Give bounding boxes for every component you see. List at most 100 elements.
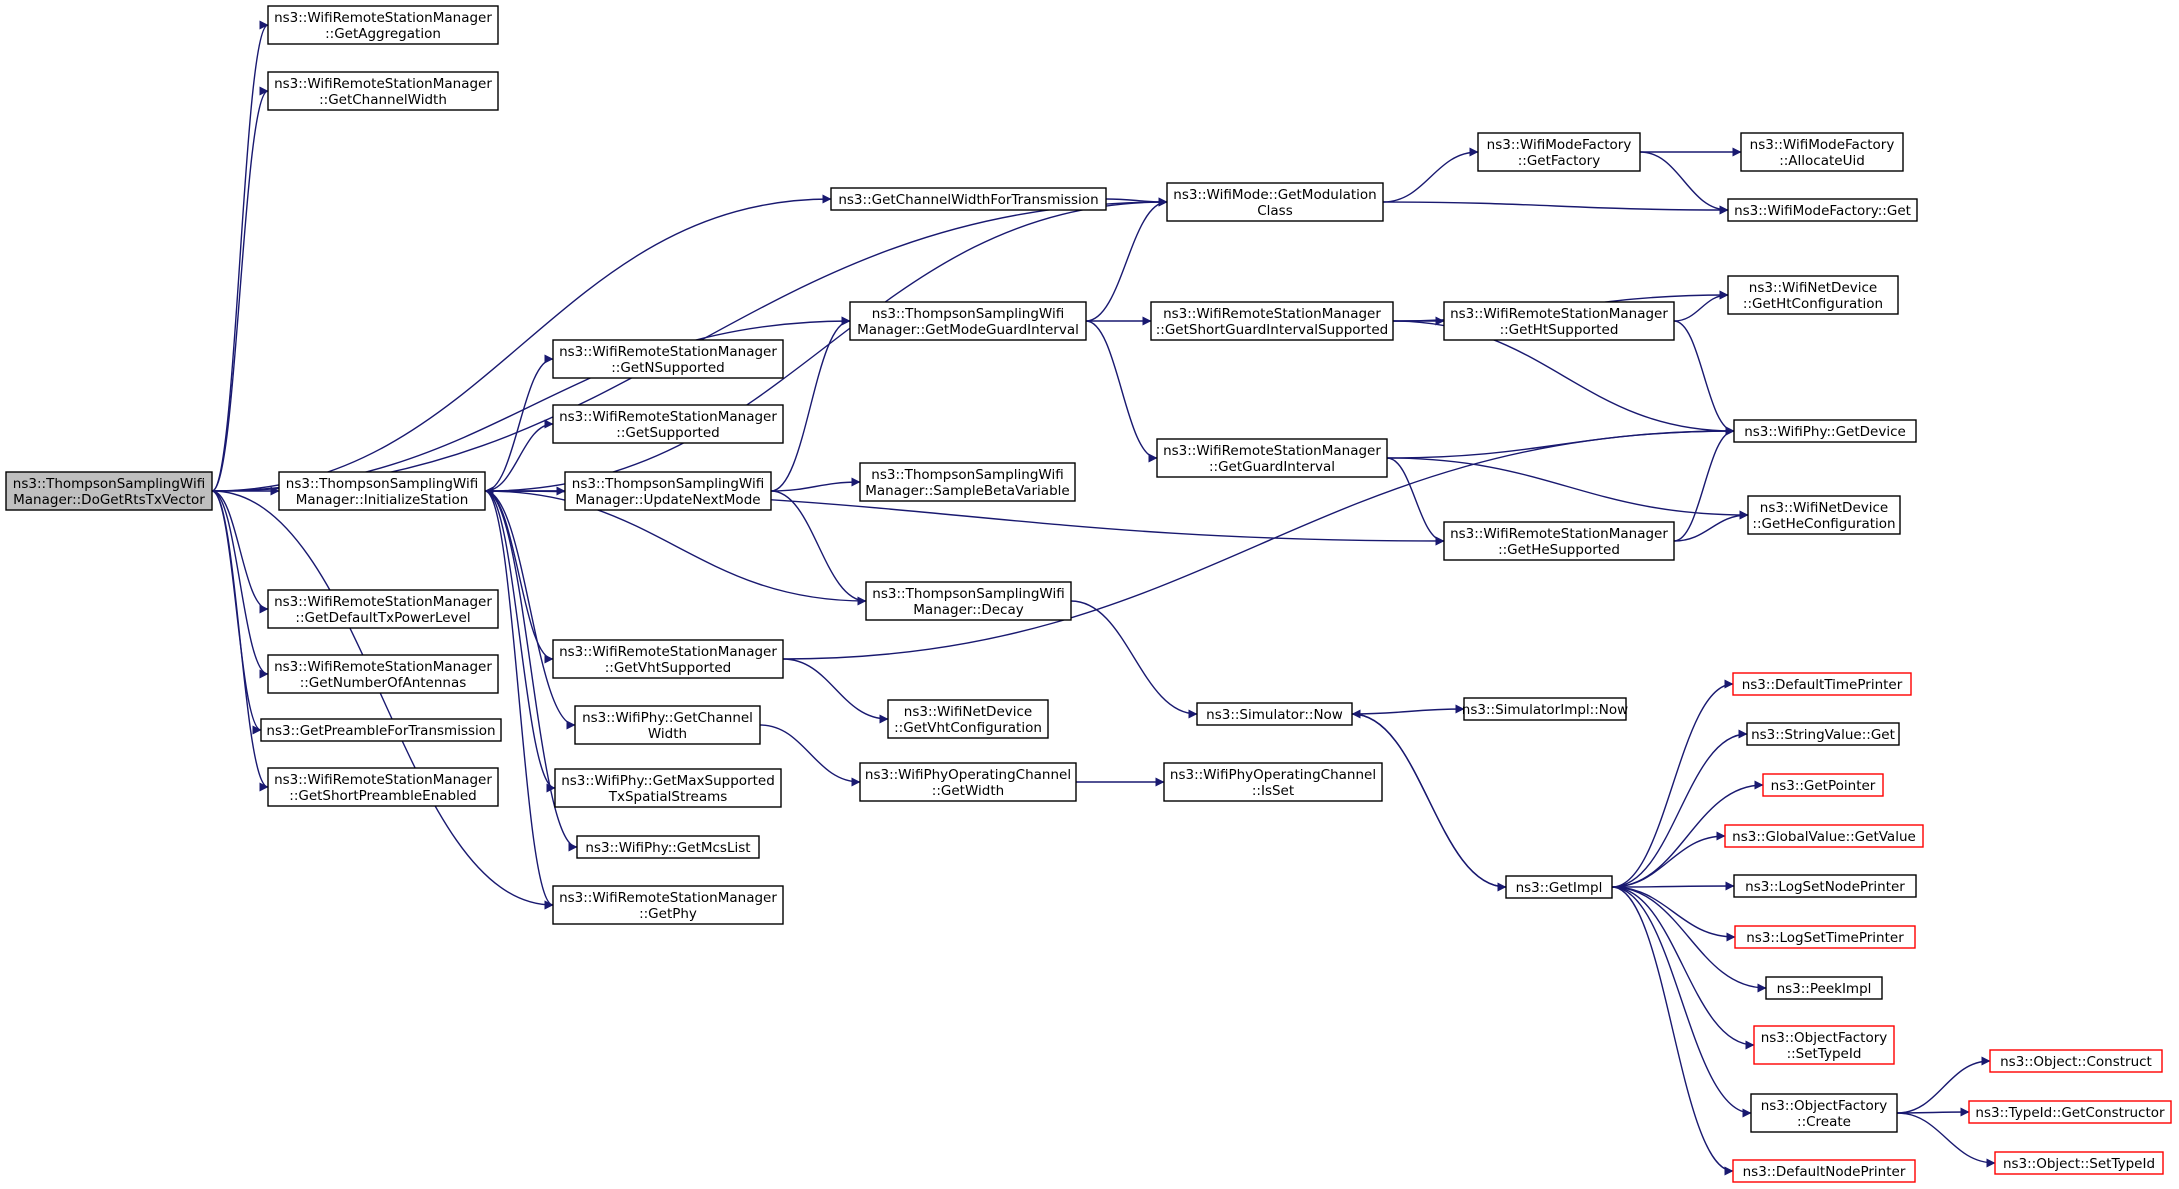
node-get-ht-supported[interactable]: ns3::WifiRemoteStationManager::GetHtSupp… xyxy=(1443,301,1675,341)
node-label-line: Manager::UpdateNextMode xyxy=(575,492,760,508)
node-box xyxy=(1733,419,1917,443)
node-label-line: ::Create xyxy=(1797,1114,1851,1130)
node-log-set-time-printer[interactable]: ns3::LogSetTimePrinter xyxy=(1734,925,1916,949)
node-wifi-mode-factory-get[interactable]: ns3::WifiModeFactory::Get xyxy=(1727,198,1918,222)
node-allocate-uid[interactable]: ns3::WifiModeFactory::AllocateUid xyxy=(1740,132,1904,172)
edge xyxy=(211,490,554,910)
node-wifi-mode-factory-get-factory[interactable]: ns3::WifiModeFactory::GetFactory xyxy=(1477,132,1641,172)
edge xyxy=(484,490,556,793)
node-label-line: ns3::TypeId::GetConstructor xyxy=(1975,1105,2165,1121)
node-box xyxy=(552,885,784,925)
node-default-node-printer[interactable]: ns3::DefaultNodePrinter xyxy=(1732,1159,1916,1183)
node-peek-impl[interactable]: ns3::PeekImpl xyxy=(1765,976,1883,1000)
node-get-number-of-antennas[interactable]: ns3::WifiRemoteStationManager::GetNumber… xyxy=(267,654,499,694)
edge-object-factory-create-to-object-set-type-id xyxy=(1896,1112,1996,1168)
node-get-max-supported-tx-ss[interactable]: ns3::WifiPhy::GetMaxSupportedTxSpatialSt… xyxy=(554,768,782,808)
node-object-construct[interactable]: ns3::Object::Construct xyxy=(1989,1049,2163,1073)
node-box xyxy=(1747,495,1901,535)
node-label-line: ns3::GetPointer xyxy=(1771,778,1876,794)
node-box xyxy=(552,339,784,379)
edge xyxy=(770,477,861,492)
node-label-line: ns3::ThompsonSamplingWifi xyxy=(13,476,205,492)
node-get-ht-configuration[interactable]: ns3::WifiNetDevice::GetHtConfiguration xyxy=(1727,275,1899,315)
node-operating-channel-is-set[interactable]: ns3::WifiPhyOperatingChannel::IsSet xyxy=(1163,762,1383,802)
node-box xyxy=(1753,1025,1895,1065)
node-type-id-get-constructor[interactable]: ns3::TypeId::GetConstructor xyxy=(1968,1100,2172,1124)
edge-initialize-station-to-get-phy xyxy=(484,490,554,910)
node-label-line: ns3::WifiRemoteStationManager xyxy=(559,344,777,360)
node-global-value-get-value[interactable]: ns3::GlobalValue::GetValue xyxy=(1724,824,1924,848)
node-get-nsupported[interactable]: ns3::WifiRemoteStationManager::GetNSuppo… xyxy=(552,339,784,379)
node-label-line: ::GetNSupported xyxy=(611,360,725,376)
node-label-line: ::GetFactory xyxy=(1518,153,1600,169)
node-get-channel-width-for-tx[interactable]: ns3::GetChannelWidthForTransmission xyxy=(830,187,1107,211)
node-object-factory-create[interactable]: ns3::ObjectFactory::Create xyxy=(1750,1093,1898,1133)
node-get-supported[interactable]: ns3::WifiRemoteStationManager::GetSuppor… xyxy=(552,404,784,444)
node-get-short-preamble-enabled[interactable]: ns3::WifiRemoteStationManager::GetShortP… xyxy=(267,767,499,807)
node-label-line: ns3::ThompsonSamplingWifi xyxy=(572,476,764,492)
node-initialize-station[interactable]: ns3::ThompsonSamplingWifiManager::Initia… xyxy=(278,471,486,511)
node-label-line: ns3::WifiRemoteStationManager xyxy=(274,594,492,610)
node-get-mcs-list[interactable]: ns3::WifiPhy::GetMcsList xyxy=(576,835,760,859)
edge xyxy=(1673,426,1735,542)
node-get-he-configuration[interactable]: ns3::WifiNetDevice::GetHeConfiguration xyxy=(1747,495,1901,535)
node-default-time-printer[interactable]: ns3::DefaultTimePrinter xyxy=(1732,672,1912,696)
node-get-aggregation[interactable]: ns3::WifiRemoteStationManager::GetAggreg… xyxy=(267,5,499,45)
node-label-line: ns3::WifiRemoteStationManager xyxy=(559,890,777,906)
node-wifi-phy-get-channel-width[interactable]: ns3::WifiPhy::GetChannelWidth xyxy=(574,705,761,745)
node-label-line: Class xyxy=(1257,203,1293,219)
node-label-line: ns3::WifiModeFactory::Get xyxy=(1734,203,1911,219)
node-get-mode-guard-interval[interactable]: ns3::ThompsonSamplingWifiManager::GetMod… xyxy=(849,301,1087,341)
node-operating-channel-get-width[interactable]: ns3::WifiPhyOperatingChannel::GetWidth xyxy=(859,762,1077,802)
node-root[interactable]: ns3::ThompsonSamplingWifiManager::DoGetR… xyxy=(5,471,213,511)
node-label-line: ns3::ObjectFactory xyxy=(1761,1098,1888,1114)
node-label-line: ns3::WifiRemoteStationManager xyxy=(1163,443,1381,459)
node-get-device[interactable]: ns3::WifiPhy::GetDevice xyxy=(1733,419,1917,443)
node-simulator-impl-now[interactable]: ns3::SimulatorImpl::Now xyxy=(1462,697,1628,721)
node-log-set-node-printer[interactable]: ns3::LogSetNodePrinter xyxy=(1733,874,1917,898)
edge-get-impl-to-object-factory-set-type-id xyxy=(1611,886,1755,1050)
node-label-line: ::GetChannelWidth xyxy=(319,92,447,108)
edge xyxy=(211,86,269,492)
node-label-line: ::GetNumberOfAntennas xyxy=(300,675,467,691)
node-object-set-type-id[interactable]: ns3::Object::SetTypeId xyxy=(1994,1151,2164,1175)
node-get-impl[interactable]: ns3::GetImpl xyxy=(1505,875,1613,899)
node-get-vht-configuration[interactable]: ns3::WifiNetDevice::GetVhtConfiguration xyxy=(887,699,1049,739)
edge-get-vht-supported-to-get-device xyxy=(782,426,1735,660)
node-sample-beta-variable[interactable]: ns3::ThompsonSamplingWifiManager::Sample… xyxy=(859,462,1076,502)
edge xyxy=(1611,831,1726,888)
node-box xyxy=(1762,773,1884,797)
node-box xyxy=(267,654,499,694)
node-label-line: ns3::WifiRemoteStationManager xyxy=(274,10,492,26)
node-get-phy[interactable]: ns3::WifiRemoteStationManager::GetPhy xyxy=(552,885,784,925)
node-label-line: ::GetDefaultTxPowerLevel xyxy=(295,610,470,626)
node-label-line: TxSpatialStreams xyxy=(608,789,728,805)
node-get-he-supported[interactable]: ns3::WifiRemoteStationManager::GetHeSupp… xyxy=(1443,521,1675,561)
node-object-factory-set-type-id[interactable]: ns3::ObjectFactory::SetTypeId xyxy=(1753,1025,1895,1065)
node-get-guard-interval[interactable]: ns3::WifiRemoteStationManager::GetGuardI… xyxy=(1156,438,1388,478)
node-update-next-mode[interactable]: ns3::ThompsonSamplingWifiManager::Update… xyxy=(564,471,772,511)
node-label-line: ns3::SimulatorImpl::Now xyxy=(1462,702,1628,718)
edge-decay-to-initialize-station xyxy=(484,486,867,602)
node-box xyxy=(1733,874,1917,898)
node-get-pointer[interactable]: ns3::GetPointer xyxy=(1762,773,1884,797)
edge xyxy=(1673,510,1749,542)
node-label-line: ns3::WifiRemoteStationManager xyxy=(274,76,492,92)
node-box xyxy=(830,187,1107,211)
node-get-channel-width-rsm[interactable]: ns3::WifiRemoteStationManager::GetChanne… xyxy=(267,71,499,111)
node-get-short-gisupported[interactable]: ns3::WifiRemoteStationManager::GetShortG… xyxy=(1150,301,1394,341)
node-get-vht-supported[interactable]: ns3::WifiRemoteStationManager::GetVhtSup… xyxy=(552,639,784,679)
node-label-line: ns3::WifiNetDevice xyxy=(1749,280,1877,296)
node-get-preamble-for-tx[interactable]: ns3::GetPreambleForTransmission xyxy=(260,718,502,742)
node-box xyxy=(1163,762,1383,802)
node-label-line: ::GetSupported xyxy=(616,425,719,441)
node-label-line: ns3::WifiPhyOperatingChannel xyxy=(865,767,1071,783)
edge-get-mode-guard-interval-to-get-modulation-class xyxy=(1085,197,1168,322)
node-box xyxy=(1463,697,1627,721)
node-simulator-now[interactable]: ns3::Simulator::Now xyxy=(1196,702,1353,726)
node-string-value-get[interactable]: ns3::StringValue::Get xyxy=(1746,722,1900,746)
edge-get-guard-interval-to-get-he-supported xyxy=(1386,457,1445,546)
node-get-default-tx-power-level[interactable]: ns3::WifiRemoteStationManager::GetDefaul… xyxy=(267,589,499,629)
